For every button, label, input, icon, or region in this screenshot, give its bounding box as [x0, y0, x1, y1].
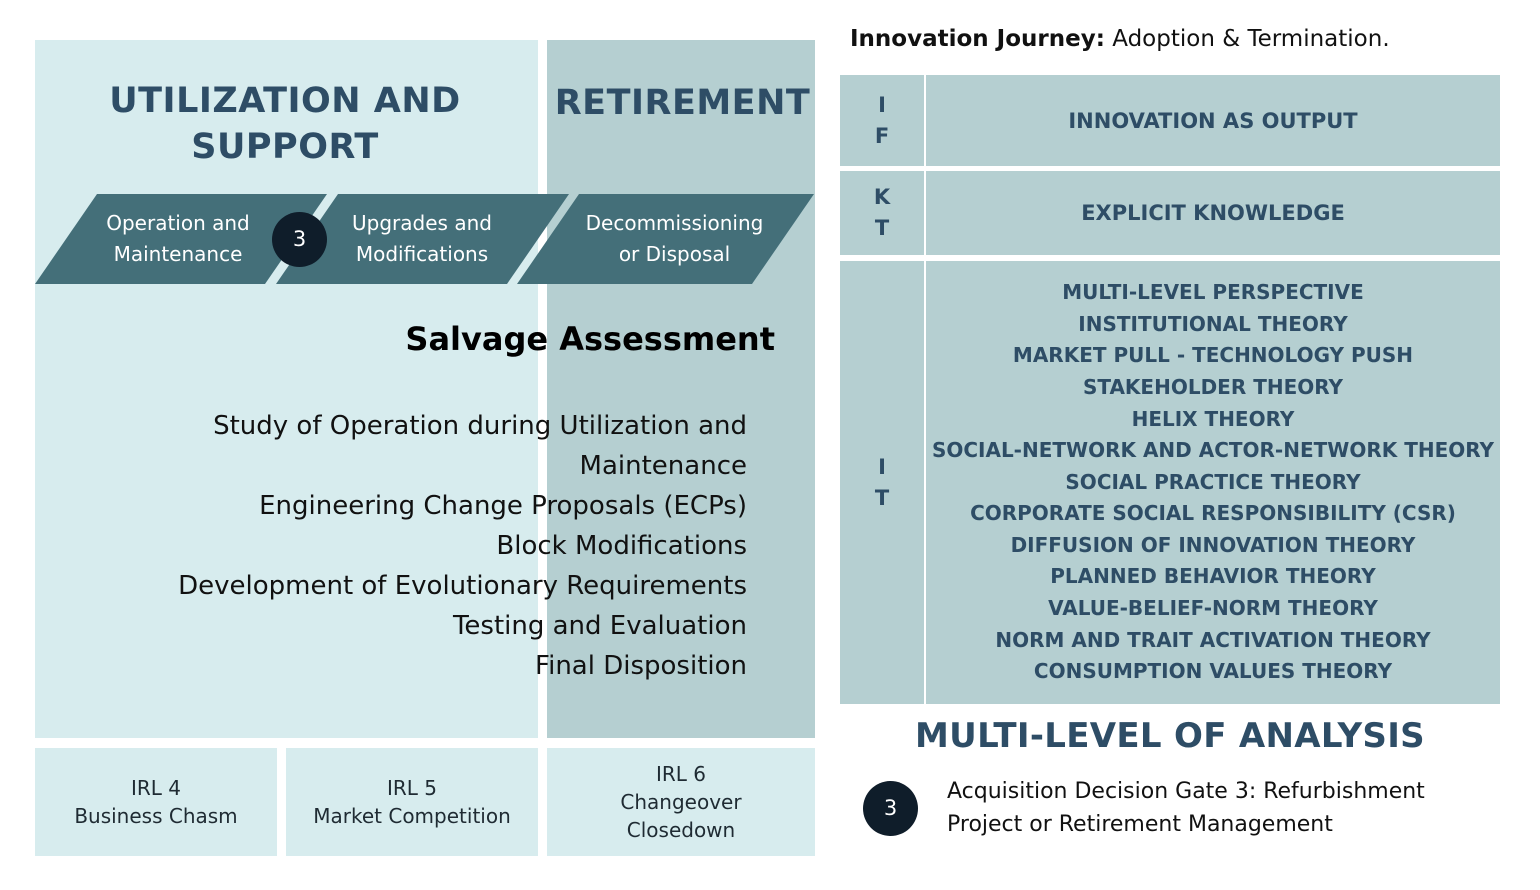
theory-item: STAKEHOLDER THEORY	[1082, 374, 1344, 399]
utilization-support-panel	[35, 40, 538, 738]
innovation-journey-heading: Innovation Journey: Adoption & Terminati…	[850, 26, 1390, 52]
salvage-item: Final Disposition	[535, 651, 747, 681]
salvage-item: Block Modifications	[496, 531, 747, 561]
row-label-if: I F	[840, 75, 924, 166]
stage-label-decommissioning: Decommissioning or Disposal	[585, 211, 764, 266]
theory-item: CORPORATE SOCIAL RESPONSIBILITY (CSR)	[970, 501, 1456, 526]
theory-item: SOCIAL PRACTICE THEORY	[1065, 469, 1361, 494]
row-content-explicit-knowledge: EXPLICIT KNOWLEDGE	[926, 171, 1500, 255]
row-label-kt: K T	[840, 171, 924, 255]
salvage-item: Study of Operation during Utilization an…	[213, 411, 747, 441]
irl-6-box: IRL 6 Changeover Closedown	[547, 748, 815, 856]
salvage-item: Maintenance	[579, 451, 747, 481]
retirement-panel	[547, 40, 815, 738]
salvage-item: Development of Evolutionary Requirements	[178, 571, 747, 601]
theory-item: VALUE-BELIEF-NORM THEORY	[1048, 596, 1378, 621]
salvage-assessment-title: Salvage Assessment	[405, 320, 775, 358]
retirement-title: RETIREMENT	[554, 83, 811, 123]
decision-gate-marker: 3	[272, 212, 327, 267]
theory-list: MULTI-LEVEL PERSPECTIVE INSTITUTIONAL TH…	[932, 277, 1494, 688]
decision-gate-description: Acquisition Decision Gate 3: Refurbishme…	[947, 779, 1425, 837]
utilization-support-title: UTILIZATION AND SUPPORT	[109, 81, 461, 167]
stage-label-upgrades: Upgrades and Modifications	[352, 211, 492, 266]
multi-level-analysis-title: MULTI-LEVEL OF ANALYSIS	[915, 716, 1425, 756]
salvage-item: Testing and Evaluation	[452, 611, 747, 641]
row-content-theories: MULTI-LEVEL PERSPECTIVE INSTITUTIONAL TH…	[926, 261, 1500, 704]
theory-item: SOCIAL-NETWORK AND ACTOR-NETWORK THEORY	[931, 438, 1495, 463]
theory-item: PLANNED BEHAVIOR THEORY	[1050, 564, 1376, 589]
theory-item: NORM AND TRAIT ACTIVATION THEORY	[995, 627, 1431, 652]
theory-item: MULTI-LEVEL PERSPECTIVE	[1062, 280, 1364, 305]
stage-chevron-upgrades	[276, 194, 569, 284]
theory-item: MARKET PULL - TECHNOLOGY PUSH	[1012, 343, 1414, 368]
stage-chevron-decommissioning	[517, 194, 814, 284]
salvage-assessment-list: Study of Operation during Utilization an…	[100, 406, 747, 686]
row-label-it: I T	[840, 261, 924, 704]
theory-item: INSTITUTIONAL THEORY	[1078, 311, 1348, 336]
irl-4-box: IRL 4 Business Chasm	[35, 748, 277, 856]
theory-item: HELIX THEORY	[1131, 406, 1295, 431]
theory-item: CONSUMPTION VALUES THEORY	[1033, 659, 1393, 684]
theory-item: DIFFUSION OF INNOVATION THEORY	[1010, 532, 1416, 557]
stage-label-operation: Operation and Maintenance	[106, 211, 250, 266]
salvage-item: Engineering Change Proposals (ECPs)	[259, 491, 747, 521]
irl-5-box: IRL 5 Market Competition	[286, 748, 538, 856]
decision-gate-legend-marker: 3	[863, 781, 918, 836]
row-content-innovation-output: INNOVATION AS OUTPUT	[926, 75, 1500, 166]
stage-chevron-operation	[35, 194, 327, 284]
